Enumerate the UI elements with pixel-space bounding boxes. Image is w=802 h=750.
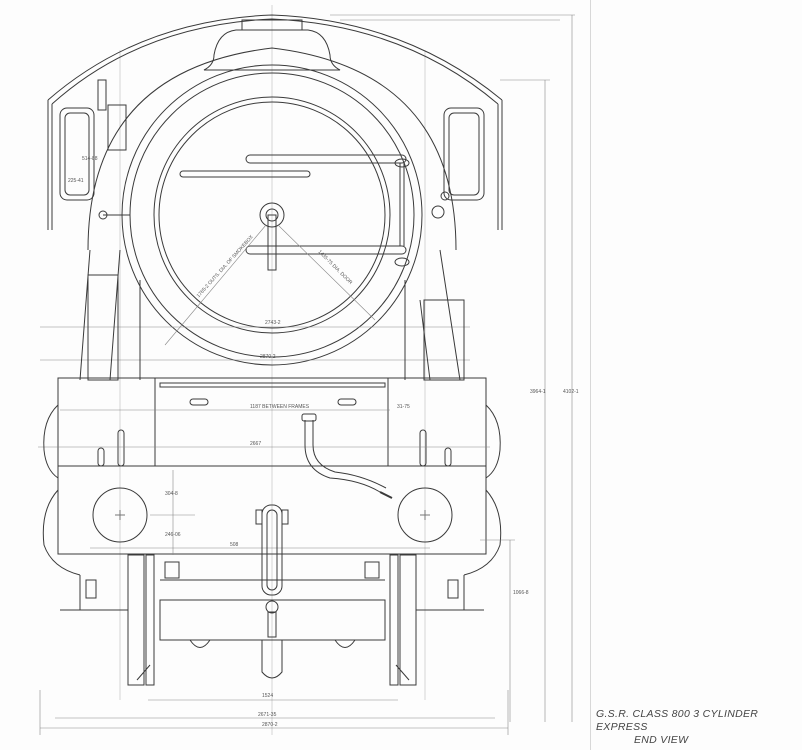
cab-fittings-left [97,79,130,220]
dim-between-frames: 1187 BETWEEN FRAMES [250,404,310,410]
dim-height-to-cab-top: 3964-1 [530,389,546,395]
dim-buffer-centre-height: 1066-8 [513,590,529,596]
smokebox-saddle [79,249,465,381]
bottom-dimension-lines [39,690,509,735]
dim-buffer-centre-offset: 508 [230,542,239,548]
dim-centre-height: 2743-2 [265,320,281,326]
wheels-and-frames [60,554,484,686]
buffer-beam [57,377,487,555]
buffer-beam-dimension-lines [38,409,490,448]
dim-buffer-beam-width: 2870-2 [260,354,276,360]
coupling-hook [255,504,289,679]
dim-smokebox-outer: 1765-2 OUTS. DIA. OF SMOKEBOX [196,234,256,299]
buffers [92,487,453,543]
dim-overall-width: 2870-2 [262,722,278,728]
buffer-dimension-lines [90,470,430,555]
dim-buffer-height-upper: 304-8 [165,491,178,497]
dim-window-height: 514-88 [82,156,98,162]
vertical-dimension-lines [330,14,575,722]
drawing-subtitle: END VIEW [634,734,689,746]
dim-buffer-height-lower: 246-06 [165,532,181,538]
centre-lines [119,5,426,735]
dim-window-width: 225-41 [68,178,84,184]
cylinder-covers [42,404,502,576]
dim-overall-height: 4102-1 [563,389,579,395]
dim-gauge: 1524 [262,693,273,699]
smokebox-door-handles [179,154,450,271]
sheet-border-line [590,0,591,750]
dim-frame-thickness: 31-75 [397,404,410,410]
smokebox [87,47,457,366]
vacuum-brake-pipe [301,413,393,499]
dim-frame-span: 2667 [250,441,261,447]
title-block: G.S.R. CLASS 800 3 CYLINDER EXPRESS END … [596,708,802,747]
dim-overall-width-cylinders: 2671-35 [258,712,277,718]
drawing-title: G.S.R. CLASS 800 3 CYLINDER EXPRESS [596,708,759,733]
cab-windows [59,107,485,201]
cab-roof [47,14,560,230]
chimney [203,19,341,71]
